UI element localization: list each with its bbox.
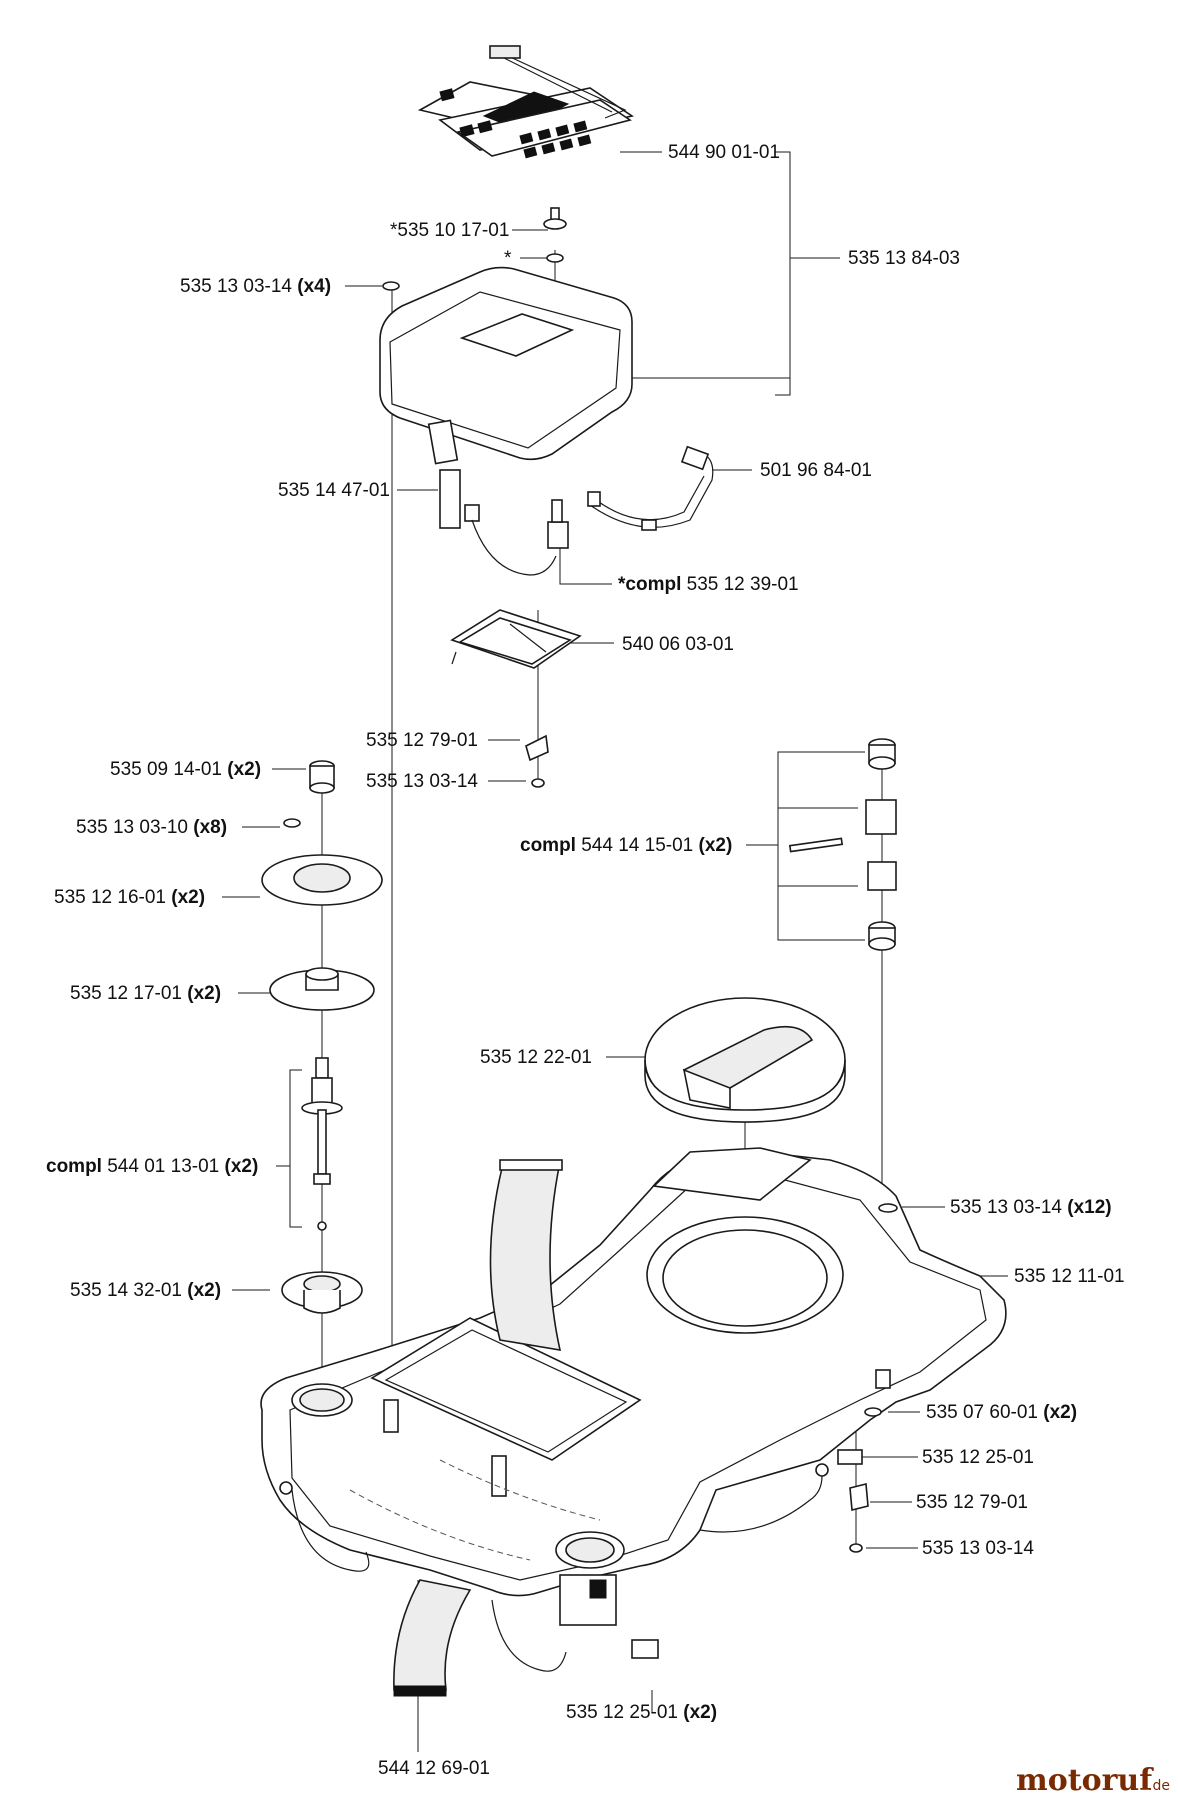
label-535-12-16-01: 535 12 16-01 (x2) [54,887,205,908]
right-small-parts [631,1203,898,1659]
label-535-12-79-01-bottom: 535 12 79-01 [916,1492,1028,1513]
label-540-06-03-01: 540 06 03-01 [622,634,734,655]
label-535-13-03-10: 535 13 03-10 (x8) [76,817,227,838]
label-535-10-17-01: *535 10 17-01 [390,220,509,241]
right-stack [788,738,897,951]
label-535-13-03-14-bottom: 535 13 03-14 [922,1538,1034,1559]
circuit-board [450,609,582,669]
label-535-12-39-01: *compl 535 12 39-01 [618,574,799,595]
label-535-13-03-14-x4: 535 13 03-14 (x4) [180,276,331,297]
label-535-12-22-01: 535 12 22-01 [480,1047,592,1068]
label-544-14-15-01: compl 544 14 15-01 (x2) [520,835,732,856]
label-535-07-60-01: 535 07 60-01 (x2) [926,1402,1077,1423]
left-stack [261,760,383,1314]
part-labels: 544 90 01-01 *535 10 17-01 * 535 13 84-0… [46,142,1125,1779]
label-501-96-84-01: 501 96 84-01 [760,460,872,481]
label-535-12-25-01-x2: 535 12 25-01 (x2) [566,1702,717,1723]
label-544-12-69-01: 544 12 69-01 [378,1758,490,1779]
label-535-12-17-01: 535 12 17-01 (x2) [70,983,221,1004]
cover-disk [644,997,846,1123]
wire-harness [587,445,714,531]
label-535-13-03-14-x12: 535 13 03-14 (x12) [950,1197,1112,1218]
label-535-14-47-01: 535 14 47-01 [278,480,390,501]
label-535-12-79-01-top: 535 12 79-01 [366,730,478,751]
cover-housing [379,266,633,465]
base-chassis [260,1147,1007,1626]
label-535-13-03-14-mid: 535 13 03-14 [366,771,478,792]
label-535-12-25-01: 535 12 25-01 [922,1447,1034,1468]
svg-text:.de: .de [1148,1778,1170,1794]
ribbon-cable [393,1159,563,1697]
label-535-12-11-01: 535 12 11-01 [1014,1266,1125,1287]
svg-text:motoruf: motoruf [1016,1763,1154,1798]
watermark-logo: motoruf .de [1016,1763,1170,1798]
clip-top [525,734,549,788]
sensor-wires [279,1463,829,1672]
label-544-90-01-01: 544 90 01-01 [668,142,780,163]
label-535-13-84-03: 535 13 84-03 [848,248,960,269]
switch-assembly [439,469,569,576]
label-asterisk: * [504,248,512,269]
keypad-overlay [417,45,635,159]
knob-screw [543,207,567,263]
label-544-01-13-01: compl 544 01 13-01 (x2) [46,1156,258,1177]
label-535-14-32-01: 535 14 32-01 (x2) [70,1280,221,1301]
label-535-09-14-01: 535 09 14-01 (x2) [110,759,261,780]
